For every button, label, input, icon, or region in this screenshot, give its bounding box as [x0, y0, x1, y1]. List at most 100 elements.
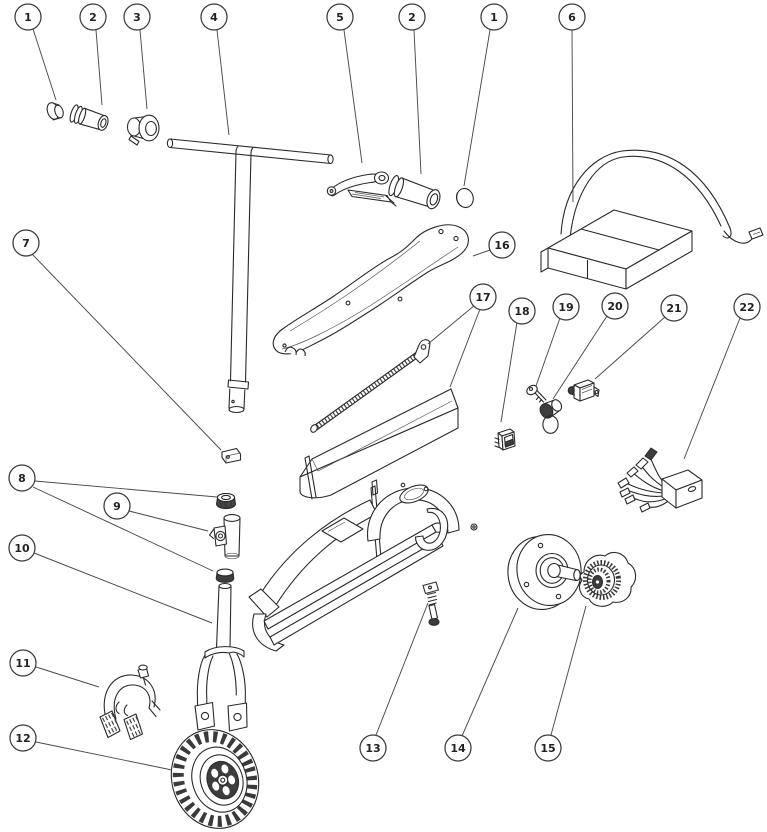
part-power-switch	[494, 428, 516, 451]
callout-1-right: 1	[480, 3, 508, 31]
callout-17: 17	[469, 283, 497, 311]
callout-10: 10	[8, 534, 36, 562]
callout-number-7: 7	[22, 237, 30, 250]
callout-16: 16	[488, 231, 516, 259]
callout-number-4: 4	[210, 11, 218, 24]
part-battery-strap	[310, 339, 431, 433]
callout-15: 15	[534, 734, 562, 762]
callout-circle-17	[469, 283, 497, 311]
callout-circle-18	[508, 297, 536, 325]
part-brake-lever	[326, 171, 397, 207]
callout-11: 11	[9, 649, 37, 677]
leader-line-6	[571, 29, 574, 203]
leader-line-11	[35, 666, 100, 688]
callout-22: 22	[733, 293, 761, 321]
leader-line-8	[32, 486, 214, 572]
callout-circle-13	[359, 734, 387, 762]
callout-13: 13	[359, 734, 387, 762]
leader-line-17	[449, 308, 481, 388]
part-deck-plate	[272, 224, 469, 357]
callout-6: 6	[558, 3, 586, 31]
callout-number-6: 6	[568, 11, 576, 24]
leader-line-3	[139, 29, 148, 110]
leader-line-14	[461, 607, 519, 737]
part-steering-clamp	[208, 514, 241, 560]
callout-7: 7	[12, 229, 40, 257]
leader-line-10	[33, 552, 213, 624]
callout-circle-15	[534, 734, 562, 762]
callout-4: 4	[200, 3, 228, 31]
leader-line-9	[128, 510, 209, 532]
callout-number-1-right: 1	[490, 11, 498, 24]
callout-circle-10	[8, 534, 36, 562]
callout-circle-11	[9, 649, 37, 677]
callout-number-1-left: 1	[24, 11, 32, 24]
leader-line-7	[31, 253, 222, 451]
callout-21: 21	[660, 294, 688, 322]
callout-number-11: 11	[15, 657, 30, 670]
leader-line-17	[427, 304, 476, 345]
callout-number-21: 21	[666, 302, 681, 315]
callout-20: 20	[601, 292, 629, 320]
part-key	[526, 384, 547, 403]
part-circuit-breaker	[567, 379, 600, 402]
callout-circle-14	[444, 734, 472, 762]
callout-circle-21	[660, 294, 688, 322]
leader-line-5	[343, 29, 363, 164]
part-headset-collar-lower	[215, 568, 235, 583]
part-motor-cluster	[579, 551, 637, 607]
callout-number-2-right: 2	[408, 11, 416, 24]
callout-circle-2-right	[398, 3, 426, 31]
callout-circle-9	[103, 492, 131, 520]
leader-line-18	[500, 321, 518, 423]
callout-number-3: 3	[133, 11, 141, 24]
callout-circle-12	[9, 724, 37, 752]
callout-5: 5	[326, 3, 354, 31]
callout-circle-7	[12, 229, 40, 257]
leader-line-4	[216, 29, 230, 136]
callout-number-15: 15	[540, 742, 555, 755]
callout-number-22: 22	[739, 301, 754, 314]
leader-line-15	[550, 605, 587, 736]
callout-number-12: 12	[15, 732, 30, 745]
callout-number-8: 8	[18, 472, 26, 485]
part-bell	[126, 114, 160, 146]
part-front-wheel	[170, 729, 260, 829]
leader-line-2-right	[413, 29, 422, 175]
part-end-cap-left	[46, 102, 64, 121]
leader-line-16	[472, 249, 491, 257]
callout-number-9: 9	[113, 500, 121, 513]
leader-line-20	[552, 315, 608, 400]
part-hub-drum	[507, 534, 582, 610]
leader-line-8	[34, 480, 218, 498]
callout-circle-1-right	[480, 3, 508, 31]
leader-line-21	[594, 316, 666, 380]
callout-19: 19	[552, 293, 580, 321]
part-controller-harness	[617, 447, 703, 513]
callout-circle-1-left	[14, 3, 42, 31]
leader-line-19	[535, 317, 561, 387]
callout-circle-2-left	[79, 3, 107, 31]
callout-circle-19	[552, 293, 580, 321]
callout-circle-6	[558, 3, 586, 31]
callout-14: 14	[444, 734, 472, 762]
part-front-fork	[194, 582, 248, 732]
part-key-switch	[539, 399, 563, 434]
callout-circle-16	[488, 231, 516, 259]
part-headset-collar-upper	[215, 492, 237, 510]
callout-circle-3	[123, 3, 151, 31]
callout-number-19: 19	[558, 301, 573, 314]
part-grip-right	[388, 174, 441, 210]
callout-2-right: 2	[398, 3, 426, 31]
callout-12: 12	[9, 724, 37, 752]
part-handlebar-stem	[166, 138, 334, 414]
part-frame	[248, 455, 478, 652]
callout-circle-8	[8, 464, 36, 492]
callout-number-16: 16	[494, 239, 510, 252]
callout-number-20: 20	[607, 300, 623, 313]
part-stem-clamp	[221, 447, 242, 464]
callout-number-14: 14	[450, 742, 466, 755]
leader-line-2-left	[95, 29, 103, 106]
